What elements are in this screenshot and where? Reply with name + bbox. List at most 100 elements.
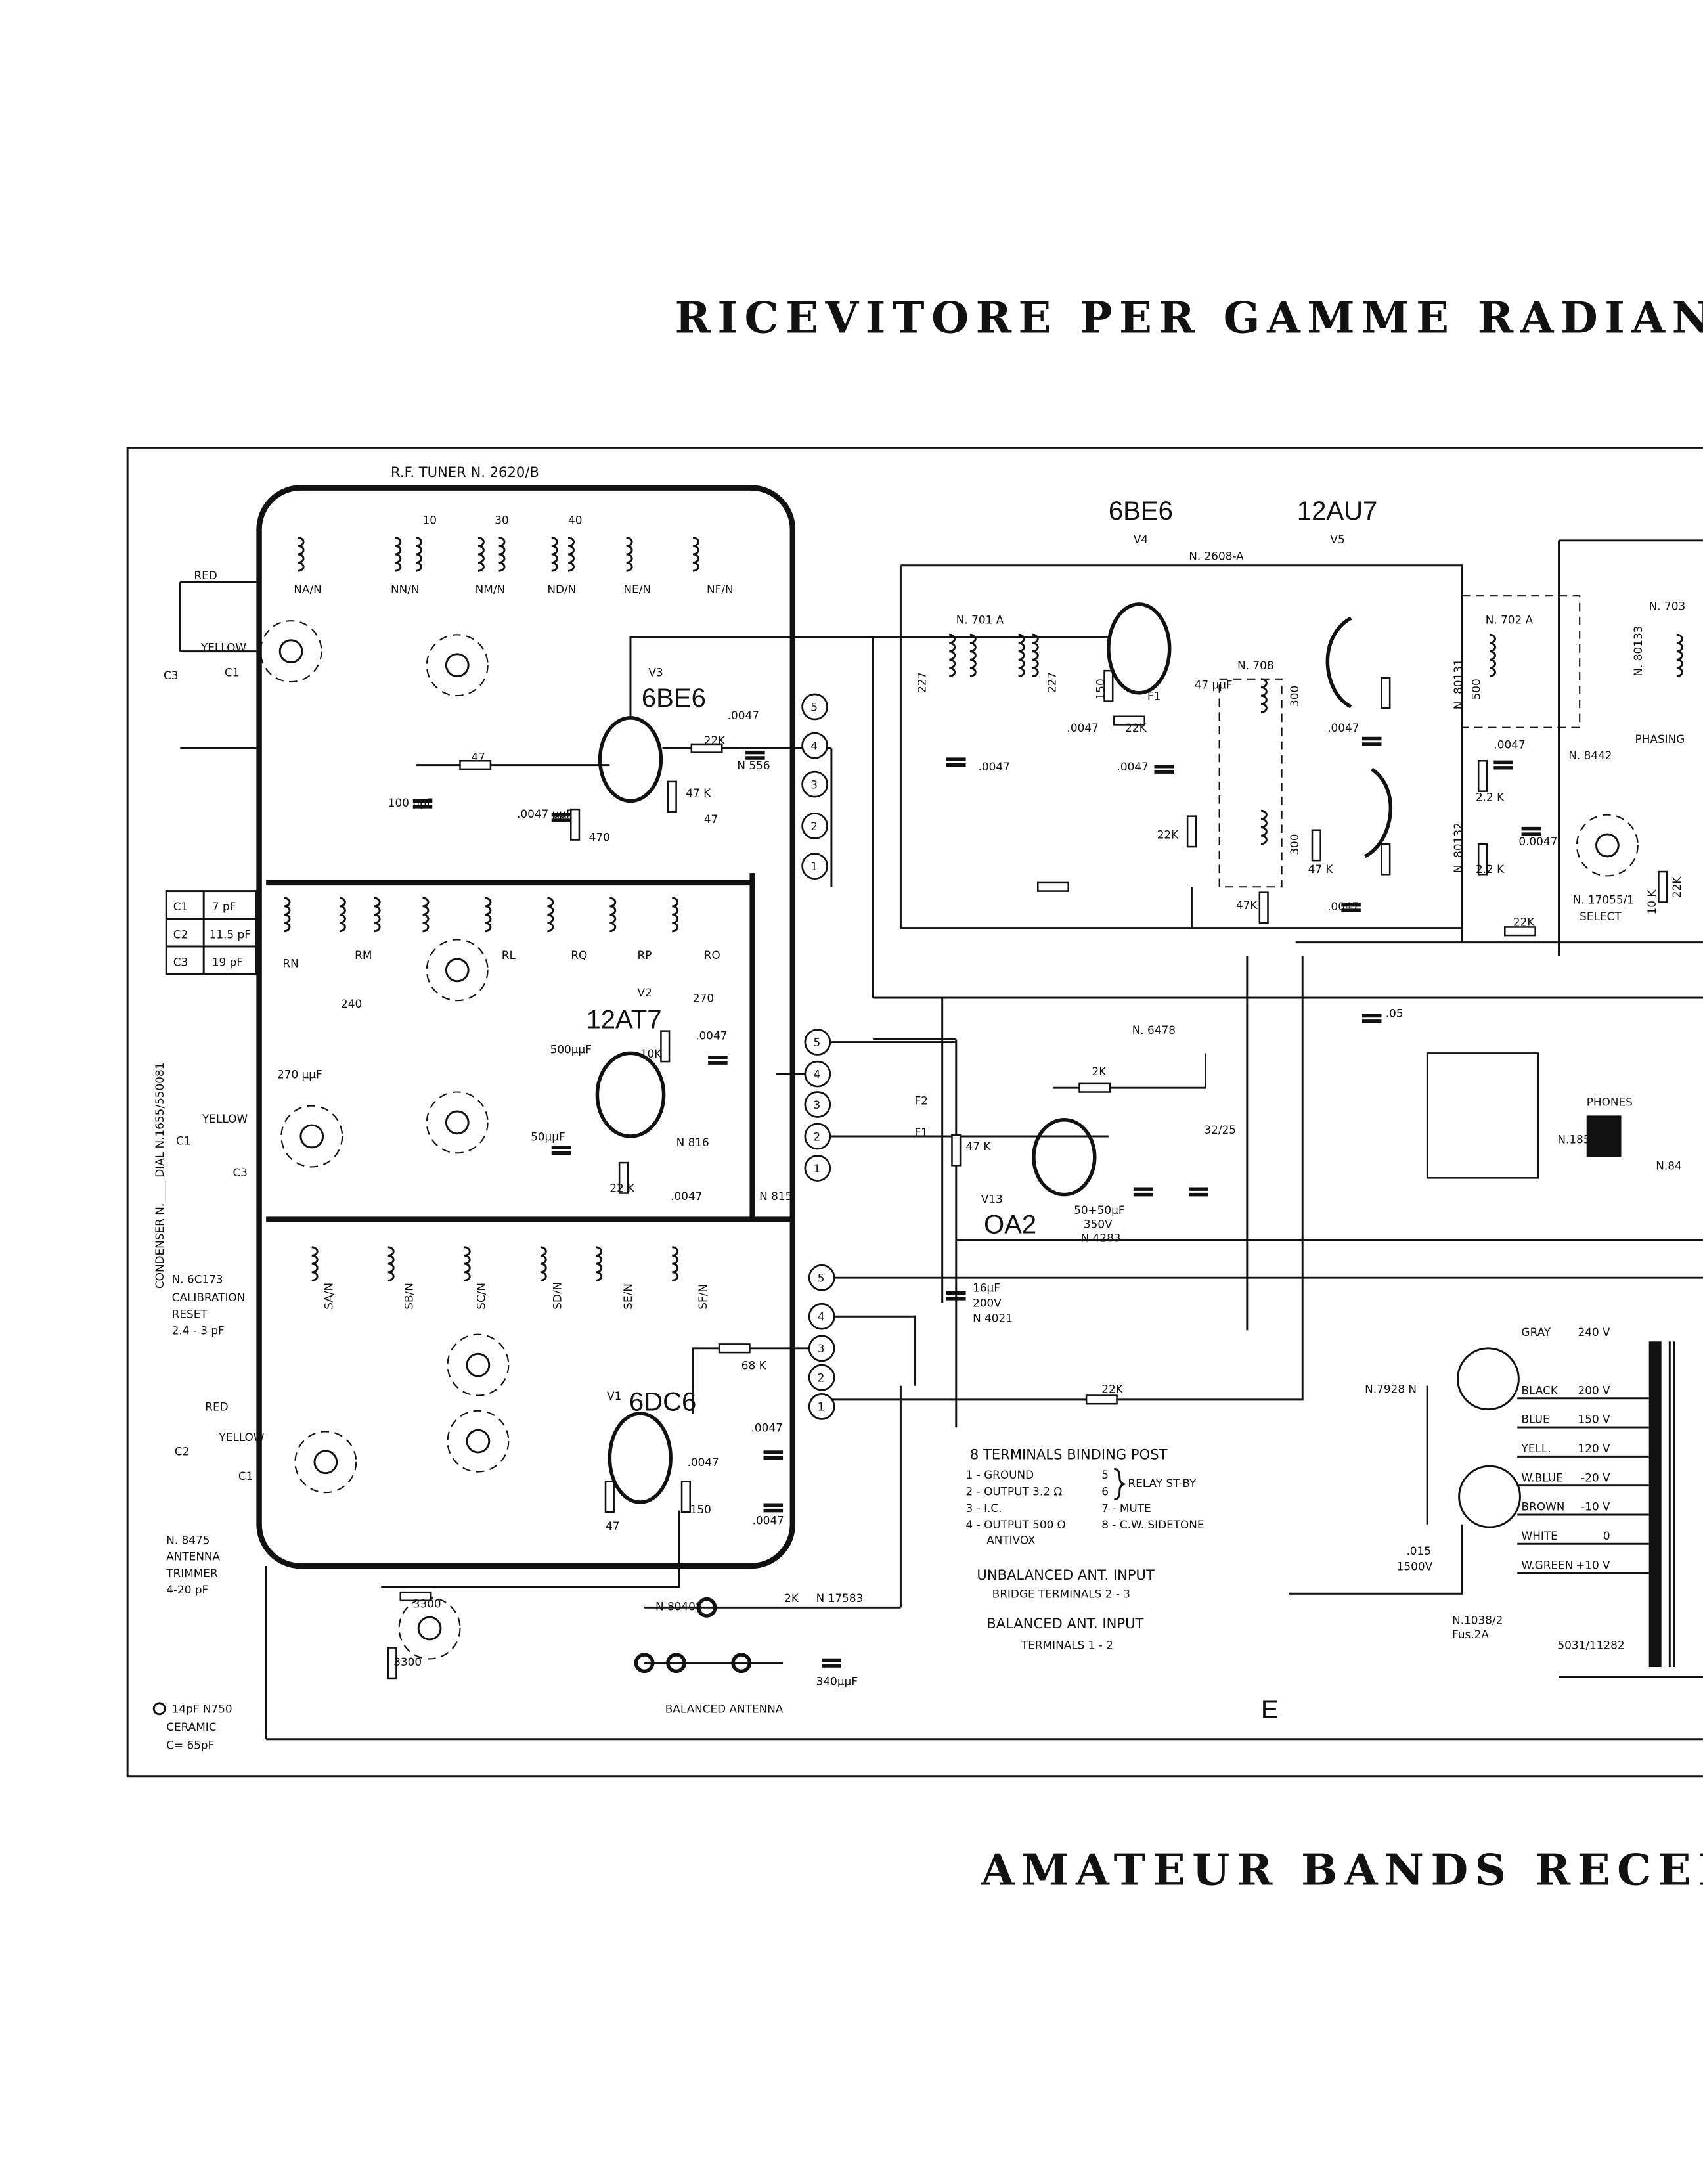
resistor-icon	[1103, 669, 1114, 702]
terminal-circle	[801, 770, 828, 798]
component-label: 227	[915, 672, 928, 693]
terminal-number: 1	[813, 1162, 820, 1175]
legend-item: 4 - OUTPUT 500 Ω	[966, 1518, 1066, 1531]
switch-rotor-icon	[445, 653, 470, 678]
legend-item: 1 - GROUND	[966, 1468, 1034, 1481]
terminal-number: 5	[818, 1272, 825, 1285]
component-label: 22K	[1513, 915, 1535, 928]
resistor-icon	[1078, 1082, 1111, 1093]
component-label: 270 µµF	[277, 1067, 322, 1081]
switch-rotor-icon	[466, 1352, 491, 1377]
component-label: PHONES	[1587, 1096, 1633, 1109]
terminal-number: 5	[813, 1036, 820, 1049]
tap-voltage: 120 V	[1578, 1442, 1611, 1455]
wire	[381, 1510, 680, 1588]
coil-mark: 40	[568, 513, 582, 526]
component-label: N 4021	[973, 1312, 1013, 1325]
component-label: 22K	[1125, 721, 1147, 734]
f2-label: F2	[914, 1094, 927, 1107]
capacitor-table: C1 7 pF C2 11.5 pF C3 19 pF	[165, 890, 257, 975]
legend-item: 3 - I.C.	[966, 1502, 1002, 1515]
note-line: CALIBRATION	[172, 1291, 246, 1304]
resistor-icon	[660, 1030, 671, 1063]
tap-voltage: 150 V	[1578, 1413, 1611, 1426]
antenna-jack-icon	[634, 1653, 655, 1674]
component-label: .0047 µµF	[517, 807, 573, 820]
component-label: N.7928 N	[1365, 1382, 1417, 1395]
component-labels: 47 100 µµF .0047 22K N 556 .0047 µµF 470…	[277, 549, 1685, 1715]
component-label: 470	[589, 831, 610, 844]
component-label: 10K	[640, 1047, 662, 1060]
cap-name: C2	[173, 927, 188, 941]
component-label: N.1858	[1557, 1133, 1597, 1146]
terminal-number: 3	[813, 1098, 820, 1111]
cap-value: 19 pF	[212, 956, 243, 969]
coil-icon	[672, 1246, 679, 1281]
component-label: 47 K	[686, 786, 711, 799]
legend-item: ANTIVOX	[986, 1533, 1036, 1546]
tap-voltage: 0	[1603, 1529, 1610, 1542]
wire	[831, 956, 1304, 1401]
yellow-label-3: YELLOW	[218, 1431, 264, 1444]
coil-icon	[284, 897, 291, 933]
component-label: 2K	[1092, 1065, 1107, 1078]
coil-icon	[540, 1246, 547, 1281]
resistor-icon	[618, 1161, 629, 1194]
component-label: 47 K	[966, 1140, 992, 1153]
coil-label: RN	[282, 957, 298, 970]
component-label: 3300	[413, 1597, 441, 1610]
component-label: N. 2608-A	[1189, 549, 1244, 562]
rotary-switch-icon	[447, 1333, 510, 1396]
balanced-antenna-label: BALANCED ANTENNA	[665, 1703, 784, 1716]
coil-label: NM/N	[476, 583, 505, 596]
component-label: 47	[606, 1519, 619, 1532]
coil-icon	[551, 537, 558, 572]
component-label: N. 80133	[1631, 626, 1645, 677]
component-label: N.84	[1656, 1159, 1681, 1172]
resistor-icon	[690, 743, 723, 753]
rotary-switch-icon	[426, 634, 489, 697]
ceramic-note: 14pF N750 CERAMIC C= 65pF	[152, 1702, 232, 1752]
component-label: 227	[1046, 672, 1059, 693]
terminal-number: 2	[813, 1130, 820, 1143]
component-label: N. 80132	[1451, 822, 1465, 873]
tube-ref: V1	[607, 1389, 621, 1402]
red-label-2: RED	[205, 1400, 228, 1414]
component-label: 2.2 K	[1476, 790, 1505, 803]
switch-rotor-icon	[278, 639, 303, 663]
note-line: 14pF N750	[172, 1703, 232, 1716]
coil-icon	[395, 537, 402, 572]
c2-label: C2	[175, 1444, 190, 1458]
cap-name: C3	[173, 956, 188, 969]
tap-color: BLACK	[1522, 1383, 1559, 1396]
component-label: 3300	[393, 1655, 422, 1668]
resistor-icon	[1477, 759, 1488, 792]
phones-jack-icon	[1586, 1115, 1622, 1157]
resistor-icon	[667, 780, 677, 813]
f1-label: F1	[914, 1126, 927, 1139]
switch-rotor-icon	[417, 1616, 442, 1641]
component-label: 2.2 K	[1476, 862, 1505, 876]
title-bottom: AMATEUR BANDS RECEIV	[981, 1845, 1703, 1895]
note-line: 2.4 - 3 pF	[172, 1324, 225, 1337]
component-label: .0047	[751, 1421, 783, 1434]
component-label: N.1038/2	[1452, 1614, 1503, 1627]
resistor-icon	[1113, 715, 1145, 726]
component-label: 22K	[1670, 876, 1683, 898]
mark-e: E	[1261, 1695, 1279, 1724]
condenser-note: CONDENSER N.____ DIAL N.1655/550081	[153, 1063, 167, 1289]
rotary-switch-icon	[280, 1105, 343, 1168]
note-line: C= 65pF	[166, 1739, 214, 1752]
component-label: 200V	[973, 1297, 1002, 1310]
component-label: Fus.2A	[1452, 1628, 1489, 1641]
tube-ref: V4	[1134, 533, 1148, 546]
component-label: N. 8442	[1568, 749, 1612, 762]
component-label: .0047	[687, 1456, 719, 1469]
rf-tuner-box	[256, 485, 796, 1569]
terminal-number: 1	[810, 860, 818, 873]
component-label: 68 K	[741, 1358, 767, 1371]
tube-ref: V13	[981, 1192, 1003, 1205]
tube-type: 6BE6	[642, 684, 706, 713]
coil-icon	[1676, 633, 1683, 678]
